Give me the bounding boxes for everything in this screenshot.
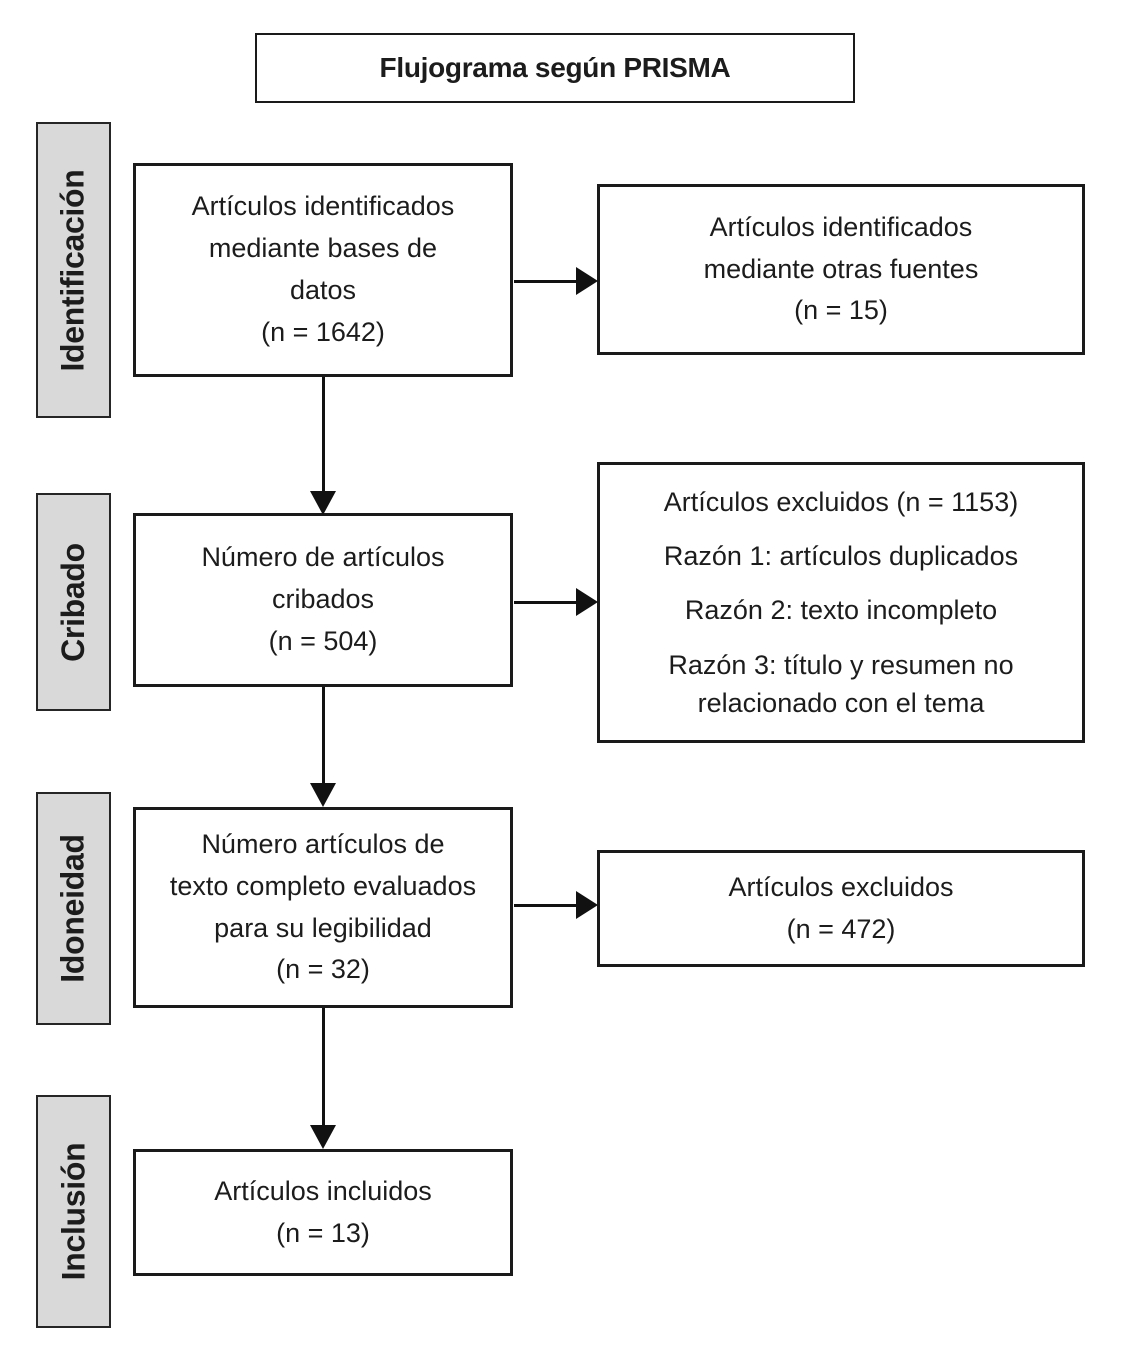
box-identified-other-sources-text: Artículos identificados mediante otras f… (703, 211, 979, 284)
box-included-text: Artículos incluidos (214, 1175, 432, 1206)
box-fulltext-assessed-text: Número artículos de texto completo evalu… (169, 828, 477, 943)
arrowhead-right-icon (576, 267, 598, 295)
stage-label-idoneidad-text: Idoneidad (55, 834, 92, 983)
arrowhead-down-icon (310, 491, 336, 515)
box-screened: Número de artículos cribados (n = 504) (133, 513, 513, 687)
excluded-screening-reason-2: Razón 2: texto incompleto (684, 595, 998, 626)
arrow-fulltext-to-excluded (514, 891, 598, 919)
diagram-title: Flujograma según PRISMA (379, 52, 731, 83)
arrow-eligibility-to-inclusion (310, 1008, 336, 1149)
arrow-shaft (321, 377, 325, 495)
stage-label-cribado-text: Cribado (55, 542, 92, 662)
box-identified-databases-text: Artículos identificados mediante bases d… (191, 191, 455, 305)
stage-label-idoneidad: Idoneidad (36, 792, 111, 1025)
arrow-shaft (514, 903, 580, 907)
diagram-title-box: Flujograma según PRISMA (255, 33, 855, 103)
box-identified-other-sources: Artículos identificados mediante otras f… (597, 184, 1085, 355)
arrow-screened-to-excluded (514, 588, 598, 616)
arrowhead-right-icon (576, 588, 598, 616)
excluded-screening-header: Artículos excluidos (n = 1153) (663, 486, 1019, 517)
arrowhead-right-icon (576, 891, 598, 919)
stage-label-inclusion-text: Inclusión (55, 1142, 92, 1281)
stage-label-identificacion: Identificación (36, 122, 111, 418)
box-identified-databases-count: (n = 1642) (261, 316, 385, 347)
excluded-screening-reason-3: Razón 3: título y resumen no relacionado… (668, 649, 1014, 718)
box-identified-databases: Artículos identificados mediante bases d… (133, 163, 513, 377)
arrow-screening-to-eligibility (310, 687, 336, 807)
arrow-shaft (321, 1008, 325, 1129)
box-identified-other-sources-count: (n = 15) (794, 295, 888, 326)
stage-label-identificacion-text: Identificación (55, 168, 91, 372)
box-fulltext-assessed-count: (n = 32) (276, 954, 370, 985)
arrow-databases-to-other-sources (514, 267, 598, 295)
arrow-identification-to-screening (310, 377, 336, 515)
arrow-shaft (514, 600, 580, 604)
box-fulltext-assessed: Número artículos de texto completo evalu… (133, 807, 513, 1008)
arrowhead-down-icon (310, 783, 336, 807)
box-included: Artículos incluidos (n = 13) (133, 1149, 513, 1276)
box-excluded-screening: Artículos excluidos (n = 1153) Razón 1: … (597, 462, 1085, 743)
box-screened-count: (n = 504) (268, 625, 378, 656)
arrow-shaft (514, 279, 580, 283)
box-excluded-fulltext-text: Artículos excluidos (728, 871, 954, 902)
arrowhead-down-icon (310, 1125, 336, 1149)
box-excluded-fulltext-count: (n = 472) (786, 913, 896, 944)
excluded-screening-reason-1: Razón 1: artículos duplicados (663, 541, 1019, 571)
box-included-count: (n = 13) (276, 1217, 370, 1248)
stage-label-inclusion: Inclusión (36, 1095, 111, 1328)
box-screened-text: Número de artículos cribados (201, 542, 445, 615)
box-excluded-fulltext: Artículos excluidos (n = 472) (597, 850, 1085, 967)
arrow-shaft (321, 687, 325, 787)
stage-label-cribado: Cribado (36, 493, 111, 711)
